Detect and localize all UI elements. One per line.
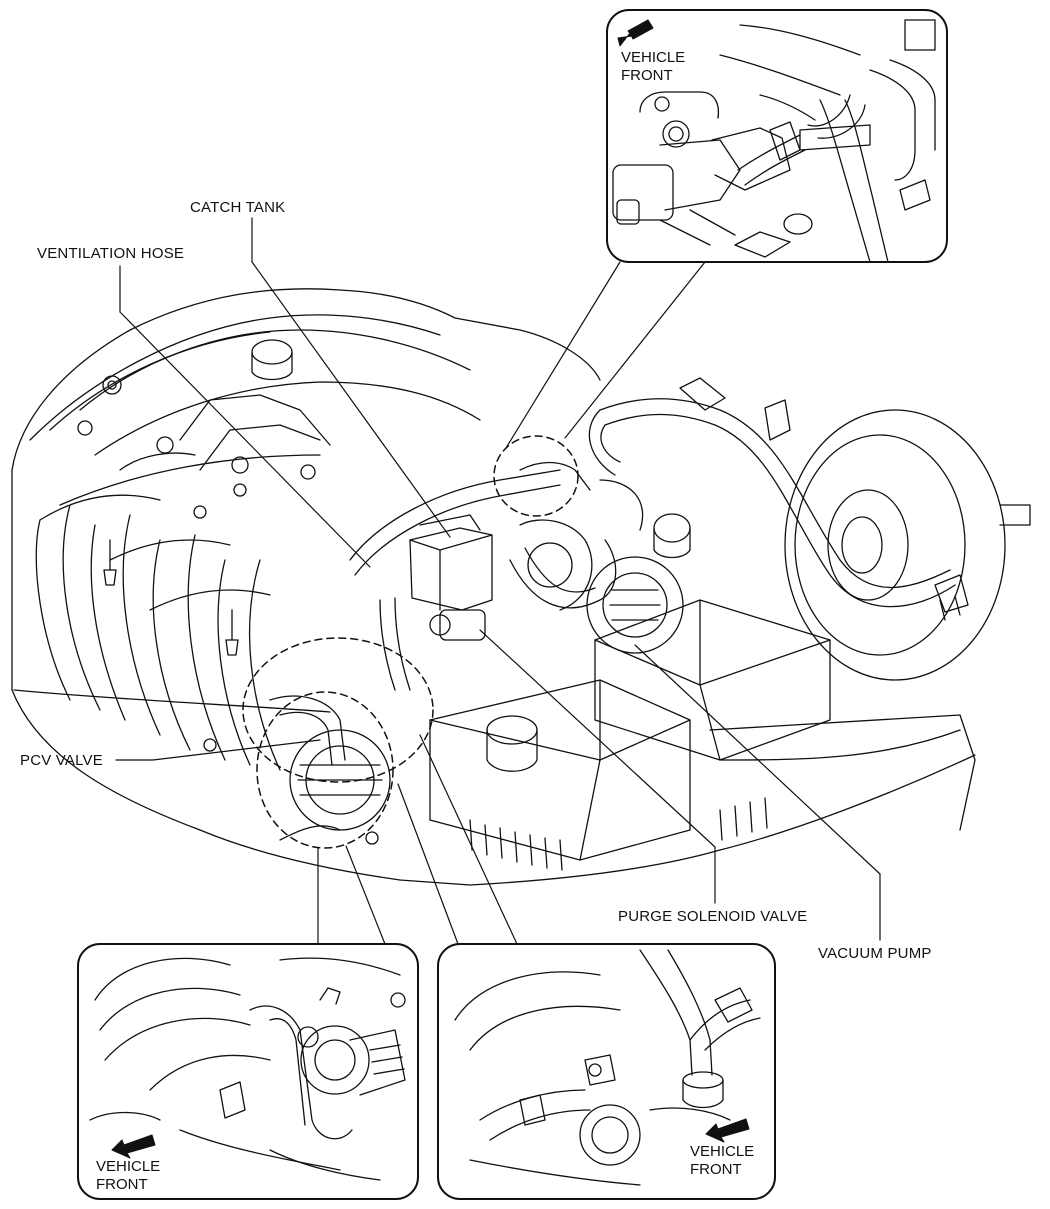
- inset-bottom-right-art: [454, 949, 761, 1186]
- catch-tank-label: CATCH TANK: [190, 199, 286, 216]
- vacuum-pump-label: VACUUM PUMP: [818, 945, 932, 962]
- front-text: FRONT: [690, 1161, 742, 1178]
- front-text: FRONT: [621, 67, 673, 84]
- vehicle-text: VEHICLE: [690, 1143, 755, 1160]
- vehicle-text: VEHICLE: [96, 1158, 161, 1175]
- pcv-valve-label: PCV VALVE: [20, 752, 103, 769]
- purge-solenoid-valve-label: PURGE SOLENOID VALVE: [618, 908, 808, 925]
- inset-top-right-direction: VEHICLE FRONT: [621, 49, 685, 85]
- front-text: FRONT: [96, 1176, 148, 1193]
- leader-lines: [115, 217, 881, 945]
- engine-body: [11, 288, 976, 886]
- inset-frames: [77, 9, 948, 1200]
- inset-bottom-left-direction: VEHICLE FRONT: [96, 1158, 160, 1194]
- center-components: [269, 461, 976, 871]
- inset-bottom-right-direction: VEHICLE FRONT: [690, 1143, 754, 1179]
- ventilation-hose-label: VENTILATION HOSE: [37, 245, 185, 262]
- detail-circle-icon: [242, 435, 579, 849]
- brake-booster-area: [588, 377, 1031, 681]
- vehicle-text: VEHICLE: [621, 49, 686, 66]
- inset-bottom-left-art: [89, 957, 406, 1181]
- inset-top-right-art: [612, 19, 936, 263]
- vehicle-front-arrow-icon: [111, 19, 750, 1159]
